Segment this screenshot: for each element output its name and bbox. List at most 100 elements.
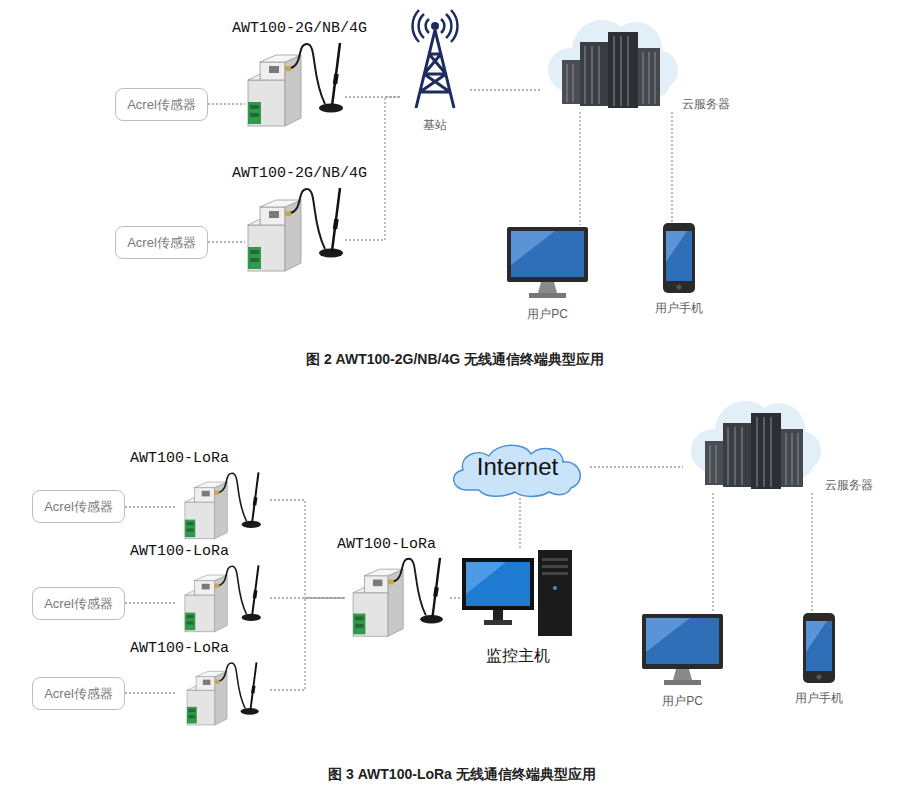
pc-monitor-part — [646, 618, 690, 652]
device-caption: 用户手机 — [655, 300, 703, 316]
dashed-link — [125, 693, 175, 694]
model-label: AWT100-LoRa — [130, 450, 229, 468]
host-computer-part — [553, 586, 557, 590]
mobile-phone-part — [663, 223, 695, 293]
terminal-device-part — [248, 102, 261, 124]
terminal-device-part — [248, 80, 285, 126]
dashed-link — [208, 242, 245, 243]
host-computer-part — [493, 610, 503, 620]
pc-monitor-part — [642, 614, 723, 669]
terminal-device-part — [435, 587, 436, 596]
pc-monitor-part — [507, 227, 588, 282]
model-label: AWT100-LoRa — [337, 536, 436, 554]
terminal-device-part — [189, 715, 196, 718]
terminal-device-part — [335, 219, 337, 229]
cloud-server-part — [562, 60, 580, 104]
host-node: 监控主机 — [462, 548, 574, 666]
terminal-device-part — [187, 615, 194, 618]
terminal-device-part — [355, 616, 364, 620]
terminal-device-part — [185, 502, 215, 539]
pc-monitor-part — [646, 618, 719, 664]
pc-node: 用户PC — [505, 225, 590, 322]
host-computer-part — [466, 562, 530, 606]
dashed-link — [713, 493, 714, 612]
internet-cloud-part — [454, 445, 581, 496]
terminal-device-part — [202, 491, 210, 497]
device-caption: 用户PC — [527, 306, 568, 322]
terminal-device — [175, 470, 270, 542]
terminal-device-part — [248, 225, 285, 271]
terminal-device-part — [253, 686, 254, 694]
terminal-device-part — [219, 473, 246, 521]
cloud-server — [540, 12, 680, 112]
wireless-terminal: AWT100-LoRa — [345, 555, 450, 640]
terminal-device-part — [260, 55, 301, 62]
terminal-device-part — [255, 497, 256, 505]
dashed-link-line — [208, 103, 245, 104]
terminal-device-part — [250, 662, 256, 710]
cloud-server-node: 云服务器 — [683, 393, 873, 493]
sensor-name: Acrel传感器 — [127, 234, 196, 252]
dashed-link-line — [712, 493, 713, 612]
terminal-device-part — [202, 584, 210, 590]
mobile-phone-part — [806, 621, 832, 671]
model-label: AWT100-2G/NB/4G — [232, 165, 367, 183]
terminal-device-part — [248, 247, 261, 269]
terminal-device-part — [219, 663, 245, 708]
dashed-link — [450, 598, 462, 599]
terminal-device-part — [260, 62, 285, 80]
host-computer — [462, 548, 574, 638]
terminal-device-part — [215, 584, 220, 588]
wireless-terminal: AWT100-2G/NB/4G — [245, 185, 345, 275]
mobile-phone — [659, 222, 699, 294]
terminal-device-part — [432, 558, 440, 618]
terminal-device-part — [388, 569, 403, 636]
terminal-device-part — [189, 709, 196, 712]
dashed-link-line — [450, 597, 462, 598]
cloud-server-part — [608, 32, 638, 108]
device-caption: 云服务器 — [682, 96, 730, 112]
pc-monitor-part — [511, 231, 555, 265]
terminal-device-part — [285, 55, 301, 126]
pc-monitor — [640, 612, 725, 687]
terminal-device-part — [250, 258, 259, 262]
terminal-device-part — [215, 575, 228, 632]
sensor-box: Acrel传感器 — [115, 226, 208, 259]
dashed-link-line — [270, 500, 345, 598]
terminal-device — [345, 555, 450, 640]
terminal-device-part — [250, 113, 259, 117]
sensor-name: Acrel传感器 — [127, 96, 196, 114]
device-caption: 监控主机 — [486, 646, 550, 666]
terminal-device-part — [269, 211, 279, 218]
dashed-link-line — [270, 598, 345, 690]
wireless-terminal: AWT100-LoRa — [175, 660, 270, 728]
pc-monitor — [505, 225, 590, 300]
terminal-device-part — [250, 105, 259, 109]
terminal-device-part — [248, 219, 260, 225]
terminal-device-part — [185, 590, 195, 595]
terminal-device-part — [185, 520, 195, 538]
dashed-link — [812, 493, 813, 612]
wireless-terminal: AWT100-2G/NB/4G — [245, 40, 345, 130]
terminal-device-part — [215, 482, 228, 539]
sensor-box: Acrel传感器 — [115, 88, 208, 121]
terminal-device — [245, 185, 345, 275]
terminal-device-part — [353, 593, 388, 636]
mobile-phone-part — [806, 621, 827, 652]
sensor-name: Acrel传感器 — [44, 498, 113, 516]
sensor-name: Acrel传感器 — [44, 685, 113, 703]
sensor-box: Acrel传感器 — [32, 490, 125, 523]
dashed-link-line — [519, 498, 520, 548]
dashed-link-line — [590, 466, 683, 467]
sensor-box: Acrel传感器 — [32, 587, 125, 620]
host-computer-part — [542, 558, 568, 561]
host-computer-part — [542, 565, 568, 568]
terminal-device-part — [373, 580, 382, 587]
tower-node: 基站 — [400, 8, 470, 133]
sensor-box: Acrel传感器 — [32, 677, 125, 710]
terminal-device-part — [353, 614, 365, 635]
host-computer-part — [462, 558, 534, 610]
dashed-link-line — [125, 602, 175, 603]
terminal-device-part — [250, 250, 259, 254]
terminal-device-part — [215, 491, 220, 495]
